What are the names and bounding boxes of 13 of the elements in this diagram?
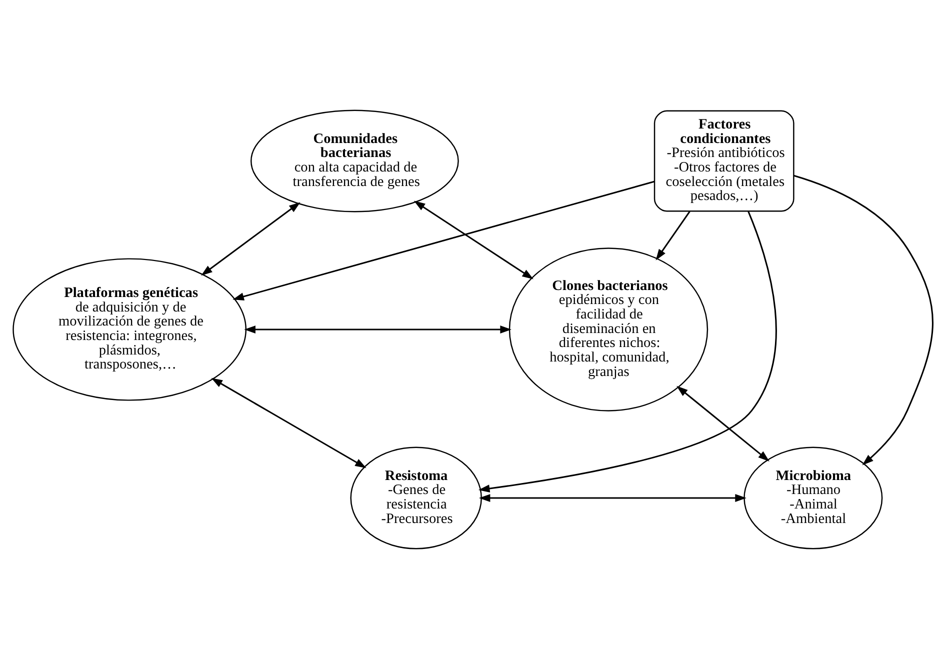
- node-ellipse: Microbioma -Humano -Animal -Ambiental: [743, 446, 882, 549]
- arrow: [676, 385, 769, 461]
- arrow: [210, 377, 366, 468]
- arrow: [200, 202, 300, 276]
- arrow: [478, 494, 746, 502]
- node-box: Factores condicionantes -Presión antibióticos -Otros factores de coselección (metales pesados,…): [653, 110, 794, 212]
- node-ellipse: Resistoma -Genes de resistencia -Precursores: [350, 446, 482, 549]
- arrow: [232, 180, 654, 300]
- arrow: [478, 210, 776, 492]
- arrow: [793, 174, 933, 465]
- arrow: [413, 200, 533, 279]
- arrow: [655, 210, 690, 260]
- arrow: [244, 325, 511, 333]
